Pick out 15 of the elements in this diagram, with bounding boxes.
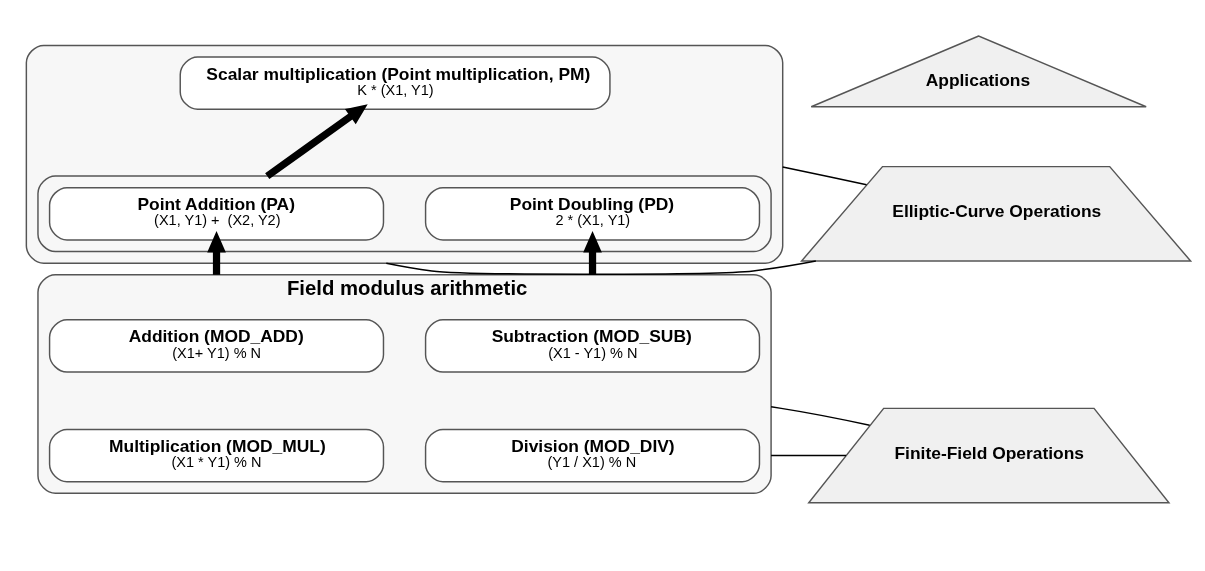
connector [781, 166, 868, 186]
node-box: Scalar multiplication (Point multiplication, PM) K * (X1, Y1) [179, 56, 611, 111]
connector [385, 260, 817, 275]
arrow [583, 231, 602, 275]
node-box: Point Doubling (PD) 2 * (X1, Y1) [424, 186, 761, 241]
cluster [25, 44, 784, 264]
connector [770, 454, 847, 457]
node-box: Subtraction (MOD_SUB) (X1 - Y1) % N [424, 319, 761, 373]
node-box: Addition (MOD_ADD) (X1+ Y1) % N [48, 319, 385, 373]
connector [770, 406, 871, 426]
arrow [265, 104, 368, 180]
node-box: Division (MOD_DIV) (Y1 / X1) % N [424, 428, 761, 483]
node-box: Point Addition (PA) (X1, Y1) + (X2, Y2) [48, 186, 385, 241]
node-box: Multiplication (MOD_MUL) (X1 * Y1) % N [48, 428, 385, 483]
arrow [207, 231, 226, 275]
